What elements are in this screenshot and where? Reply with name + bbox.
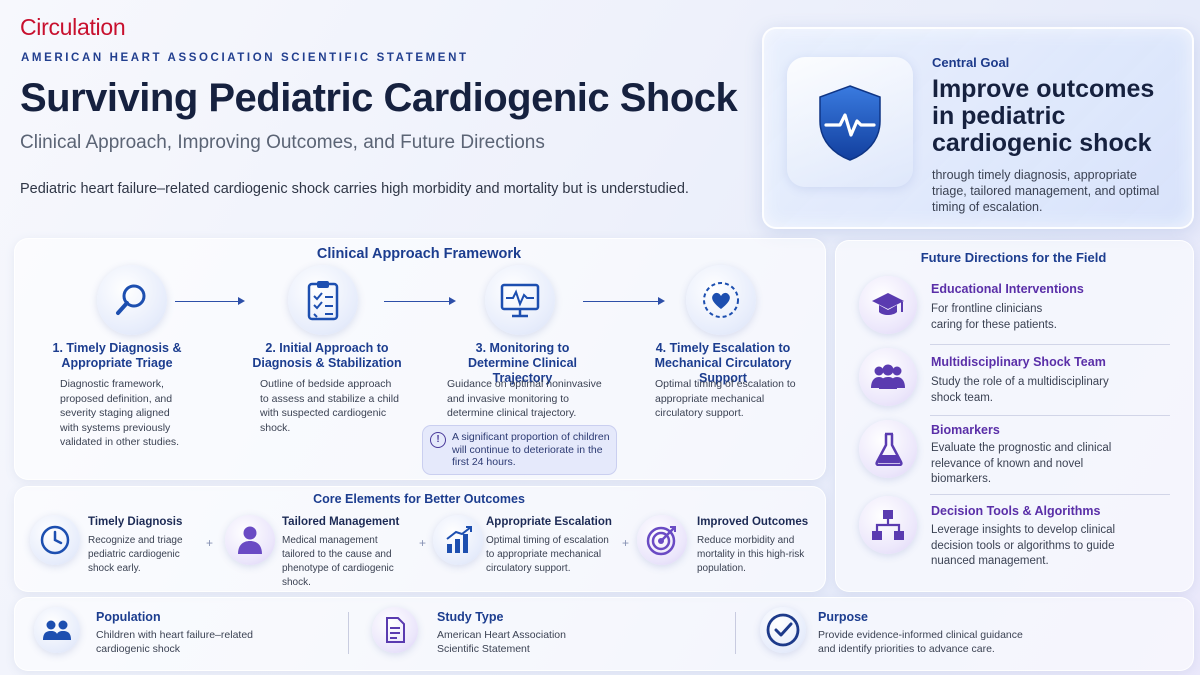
step-1-icon-circle (97, 265, 167, 335)
people-icon (43, 619, 71, 641)
divider (735, 612, 736, 654)
core-2-text: Medical management tailored to the cause… (282, 535, 394, 588)
plus-separator: + (206, 536, 214, 550)
future-directions-title: Future Directions for the Field (920, 250, 1107, 265)
divider (930, 344, 1170, 345)
core-3-text: Optimal timing of escalation to appropri… (486, 535, 609, 574)
target-icon (646, 524, 678, 556)
future-3-text: Evaluate the prognostic and clinical rel… (931, 442, 1112, 485)
core-elements-title: Core Elements for Better Outcomes (313, 492, 525, 506)
core-2-title: Tailored Management (282, 516, 400, 528)
goal-text: through timely diagnosis, appropriate tr… (932, 168, 1160, 214)
document-icon (385, 617, 405, 643)
step-3-title: 3. Monitoring to Determine Clinical Traj… (467, 341, 578, 385)
core-elements-panel (14, 486, 826, 592)
core-3-icon-circle (433, 515, 483, 565)
future-3-title: Biomarkers (931, 423, 1000, 437)
future-4-text: Leverage insights to develop clinical de… (931, 524, 1116, 567)
clipboard-checklist-icon (306, 279, 340, 321)
future-2-title: Multidisciplinary Shock Team (931, 355, 1106, 369)
magnifier-icon (114, 282, 150, 318)
future-1-icon-circle (859, 276, 917, 334)
purpose-icon-circle (760, 607, 806, 653)
clock-icon (39, 524, 71, 556)
plus-separator: + (419, 536, 427, 550)
step-2-icon-circle (288, 265, 358, 335)
info-exclamation-icon: ! (430, 432, 446, 448)
framework-title: Clinical Approach Framework (316, 246, 522, 262)
divider (930, 494, 1170, 495)
step-1-title: 1. Timely Diagnosis & Appropriate Triage (52, 341, 182, 370)
core-3-title: Appropriate Escalation (486, 516, 612, 528)
statement-kicker: AMERICAN HEART ASSOCIATION SCIENTIFIC ST… (21, 52, 469, 64)
core-4-text: Reduce morbidity and mortality in this h… (697, 535, 805, 574)
page-subtitle: Clinical Approach, Improving Outcomes, a… (20, 132, 545, 153)
purpose-text: Provide evidence-informed clinical guida… (818, 629, 1023, 655)
plus-separator: + (622, 536, 630, 550)
shield-icon-tile (787, 57, 913, 187)
step-3-icon-circle (485, 265, 555, 335)
step-4-text: Optimal timing of escalation to appropri… (655, 378, 796, 419)
journal-name: Circulation (20, 14, 126, 40)
step-4-icon-circle (686, 265, 756, 335)
page-title: Surviving Pediatric Cardiogenic Shock (20, 76, 738, 120)
deterioration-note (422, 425, 617, 475)
flow-arrow (583, 297, 665, 305)
future-4-icon-circle (859, 496, 917, 554)
step-4-title: 4. Timely Escalation to Mechanical Circu… (654, 341, 792, 385)
flask-icon (875, 432, 903, 466)
study-type-title: Study Type (437, 610, 504, 624)
core-4-icon-circle (637, 515, 687, 565)
heart-icon (701, 280, 741, 320)
goal-headline: Improve outcomes in pediatric cardiogeni… (932, 75, 1155, 157)
core-1-icon-circle (30, 515, 80, 565)
intro-text: Pediatric heart failure–related cardioge… (20, 181, 689, 197)
future-2-text: Study the role of a multidisciplinary sh… (931, 376, 1109, 404)
bar-chart-up-icon (444, 525, 474, 555)
monitor-icon (500, 283, 540, 319)
population-icon-circle (34, 607, 80, 653)
step-2-title: 2. Initial Approach to Diagnosis & Stabi… (252, 341, 402, 370)
future-4-title: Decision Tools & Algorithms (931, 504, 1101, 518)
study-type-text: American Heart Association Scientific St… (437, 629, 566, 655)
core-1-title: Timely Diagnosis (88, 516, 183, 528)
step-3-text: Guidance on optimal noninvasive and inva… (447, 378, 602, 419)
team-icon (870, 364, 906, 390)
deterioration-note-text: A significant proportion of children wil… (452, 431, 610, 468)
core-2-icon-circle (225, 515, 275, 565)
checkmark-icon (765, 612, 801, 648)
flow-arrow (384, 297, 456, 305)
future-3-icon-circle (859, 420, 917, 478)
graduation-cap-icon (871, 291, 905, 319)
core-4-title: Improved Outcomes (697, 516, 809, 528)
future-1-text: For frontline clinicians caring for thes… (931, 303, 1057, 331)
future-1-title: Educational Interventions (931, 282, 1084, 296)
future-2-icon-circle (859, 348, 917, 406)
divider (930, 415, 1170, 416)
population-text: Children with heart failure–related card… (96, 629, 254, 655)
person-icon (237, 525, 263, 555)
study-type-icon-circle (372, 607, 418, 653)
core-1-text: Recognize and triage pediatric cardiogen… (88, 535, 183, 574)
step-2-text: Outline of bedside approach to assess an… (260, 378, 399, 434)
goal-kicker: Central Goal (932, 55, 1010, 70)
step-1-text: Diagnostic framework, proposed definitio… (60, 378, 180, 448)
purpose-title: Purpose (818, 610, 869, 624)
flow-arrow (175, 297, 245, 305)
population-title: Population (96, 610, 161, 624)
shield-heartbeat-icon (814, 83, 886, 163)
divider (348, 612, 349, 654)
flowchart-icon (871, 509, 905, 541)
study-summary-bar (14, 597, 1194, 671)
